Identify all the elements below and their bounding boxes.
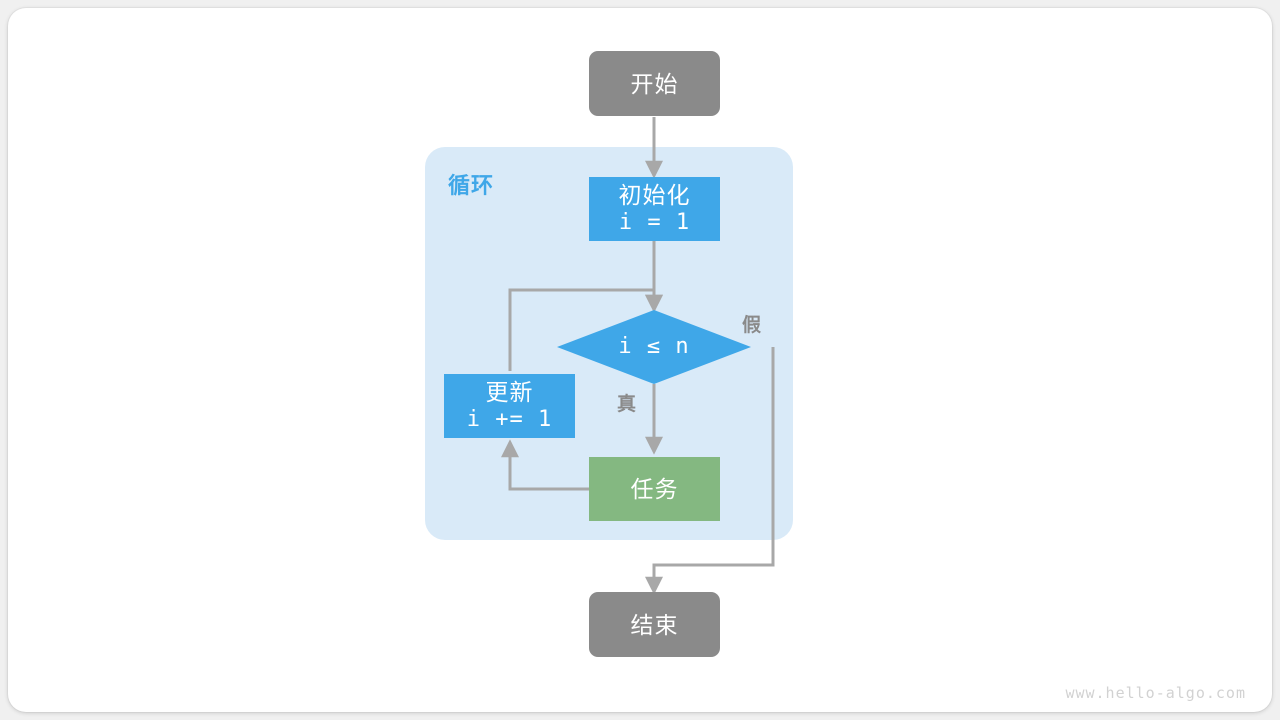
node-start[interactable] [589, 51, 720, 116]
node-init[interactable] [589, 177, 720, 241]
edge-update-to-cond [508, 288, 663, 371]
watermark-text: www.hello-algo.com [1065, 684, 1246, 702]
loop-container-label: 循环 [448, 173, 495, 198]
node-end[interactable] [589, 592, 720, 657]
node-condition[interactable] [557, 310, 751, 384]
edge-label-false: 假 [742, 315, 763, 336]
node-update[interactable] [444, 374, 575, 438]
edge-label-true: 真 [617, 394, 638, 415]
edge-cond-to-end [645, 347, 775, 595]
node-task[interactable] [589, 457, 720, 521]
edge-task-to-update [501, 439, 589, 491]
